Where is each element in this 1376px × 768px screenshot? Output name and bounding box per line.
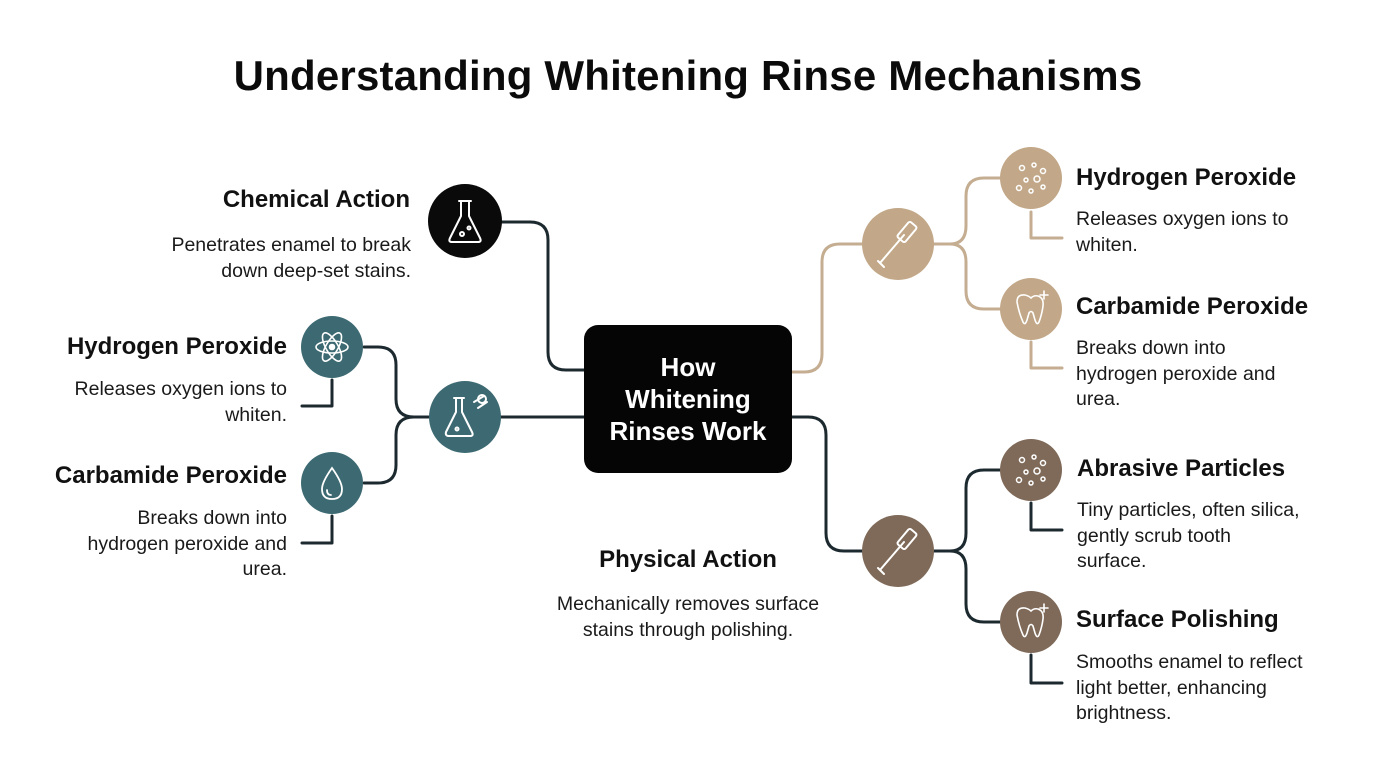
right-top-item1-node <box>1000 147 1062 209</box>
connector-right-top-item2 <box>932 242 1002 311</box>
leader-right-top-item2 <box>1029 340 1064 370</box>
desc-line: brightness. <box>1076 702 1172 724</box>
atom-icon <box>315 332 349 362</box>
desc-line: whiten. <box>225 403 287 426</box>
desc-line: Tiny particles, often silica, <box>1077 499 1300 521</box>
desc-line: urea. <box>1076 388 1121 410</box>
desc-line: gently scrub tooth <box>1077 524 1231 547</box>
right-bottom-hub-node <box>862 515 934 587</box>
desc-line: hydrogen peroxide and <box>87 532 288 555</box>
leader-left-item1 <box>300 378 334 408</box>
toothbrush-icon <box>877 220 918 268</box>
droplet-icon <box>321 466 343 500</box>
desc-line: urea. <box>242 558 287 580</box>
particles-icon <box>1015 454 1047 486</box>
right-top-item2-description: Breaks down into hydrogen peroxide and u… <box>1076 336 1276 413</box>
desc-line: surface. <box>1077 550 1147 572</box>
desc-line: Breaks down into <box>1076 337 1226 359</box>
left-item2-node <box>301 452 363 514</box>
flask-icon <box>448 200 482 243</box>
sparkle-tooth-icon <box>1016 290 1049 325</box>
right-top-hub-node <box>862 208 934 280</box>
bubbles-icon <box>1015 162 1047 194</box>
right-bottom-item1-node <box>1000 439 1062 501</box>
desc-line: hydrogen peroxide and <box>1076 362 1276 385</box>
right-bottom-item2-node <box>1000 591 1062 653</box>
leader-right-top-item1 <box>1029 210 1064 240</box>
sparkle-tooth-icon <box>1016 603 1049 638</box>
desc-line: Penetrates enamel to break <box>171 234 411 256</box>
desc-line: down deep-set stains. <box>221 259 411 282</box>
connector-chemical-center <box>498 220 586 372</box>
desc-line: Smooths enamel to reflect <box>1076 651 1303 673</box>
toothbrush-icon <box>877 527 918 575</box>
right-bottom-item1-description: Tiny particles, often silica, gently scr… <box>1077 498 1300 575</box>
center-node: How Whitening Rinses Work <box>584 325 792 473</box>
desc-line: Breaks down into <box>137 507 287 529</box>
leader-right-bottom-item2 <box>1029 653 1064 685</box>
desc-line: light better, enhancing <box>1076 676 1267 699</box>
right-bottom-item2-heading: Surface Polishing <box>1076 606 1279 633</box>
connector-right-bottom-item2 <box>932 549 1002 624</box>
chemical-node <box>428 184 502 258</box>
right-bottom-item1-heading: Abrasive Particles <box>1077 455 1286 482</box>
left-item2-heading: Carbamide Peroxide <box>54 462 287 489</box>
right-top-item1-description: Releases oxygen ions to whiten. <box>1076 207 1288 258</box>
right-bottom-item2-description: Smooths enamel to reflect light better, … <box>1076 650 1303 727</box>
chemical-action-description: Penetrates enamel to break down deep-set… <box>171 233 411 284</box>
connector-right-top-item1 <box>932 176 1002 246</box>
leader-left-item2 <box>300 514 334 545</box>
left-item1-description: Releases oxygen ions to whiten. <box>75 377 287 428</box>
page-title: Understanding Whitening Rinse Mechanisms <box>233 52 1143 99</box>
desc-line: stains through polishing. <box>582 618 794 641</box>
center-line-1: How <box>660 352 716 382</box>
connector-center-right-top <box>790 242 864 374</box>
connector-center-right-bottom <box>790 415 864 553</box>
chemical-action-heading: Chemical Action <box>222 186 410 213</box>
physical-action-description: Mechanically removes surface stains thro… <box>488 592 888 643</box>
center-line-3: Rinses Work <box>609 416 767 446</box>
left-item1-node <box>301 316 363 378</box>
left-item1-heading: Hydrogen Peroxide <box>66 333 287 360</box>
center-line-2: Whitening <box>625 384 751 414</box>
desc-line: Mechanically removes surface <box>556 593 820 615</box>
desc-line: whiten. <box>1076 233 1138 256</box>
desc-line: Releases oxygen ions to <box>1076 208 1289 230</box>
connector-right-bottom-item1 <box>932 468 1002 553</box>
connector-left-hub-item1 <box>362 345 432 419</box>
right-top-item1-heading: Hydrogen Peroxide <box>1076 164 1297 191</box>
physical-action-heading: Physical Action <box>599 546 777 573</box>
leader-right-bottom-item1 <box>1029 501 1064 532</box>
left-item2-description: Breaks down into hydrogen peroxide and u… <box>88 506 288 583</box>
desc-line: Releases oxygen ions to <box>74 378 287 400</box>
right-top-item2-heading: Carbamide Peroxide <box>1076 293 1309 320</box>
right-top-item2-node <box>1000 278 1062 340</box>
lab-beaker-icon <box>444 394 488 437</box>
left-hub-node <box>429 381 501 453</box>
connector-left-hub-item2 <box>362 415 432 485</box>
